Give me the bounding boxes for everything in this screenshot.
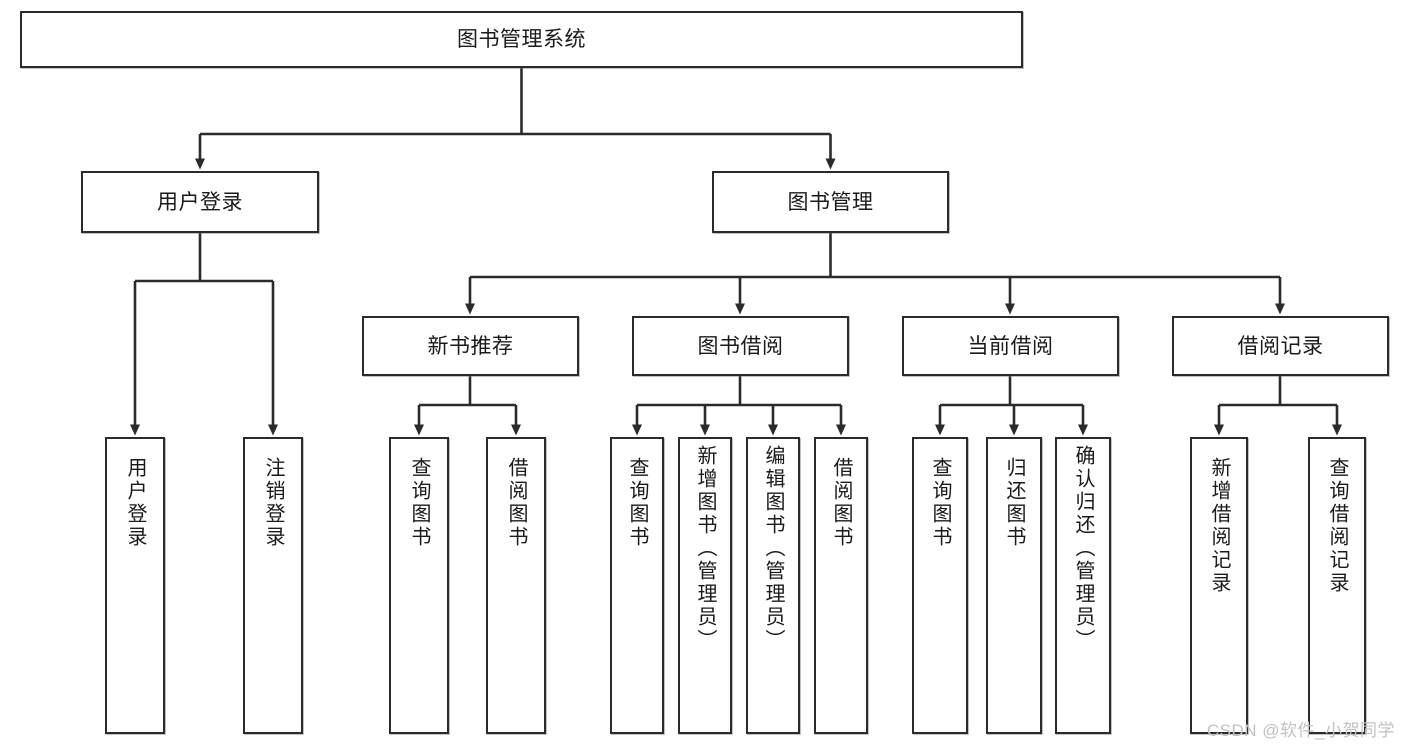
node-label-current-borrow: 当前借阅 [967, 334, 1054, 358]
leaf-label-query-book-2: 查询图书 [626, 457, 648, 549]
node-label-book-manage: 图书管理 [787, 190, 874, 214]
node-book-borrow[interactable]: 图书借阅 [632, 316, 849, 376]
leaf-label-query-book-1: 查询图书 [408, 457, 430, 549]
leaf-node-user-login[interactable]: 用户登录 [105, 437, 165, 734]
csdn-watermark: CSDN @软件_小贺同学 [1206, 721, 1395, 740]
leaf-node-query-book-2[interactable]: 查询图书 [610, 437, 664, 734]
leaf-node-query-book-1[interactable]: 查询图书 [389, 437, 449, 734]
node-label-new-book-recommend: 新书推荐 [427, 334, 514, 358]
node-book-manage[interactable]: 图书管理 [712, 171, 949, 233]
leaf-node-logout[interactable]: 注销登录 [243, 437, 303, 734]
leaf-label-return-book: 归还图书 [1003, 457, 1025, 549]
leaf-label-query-borrow-record: 查询借阅记录 [1326, 457, 1348, 595]
node-label-borrow-record: 借阅记录 [1237, 334, 1324, 358]
node-root-system[interactable]: 图书管理系统 [20, 11, 1023, 68]
leaf-node-add-borrow-record[interactable]: 新增借阅记录 [1190, 437, 1248, 734]
leaf-node-add-book[interactable]: 新增图书（管理员） [678, 437, 732, 734]
leaf-label-logout: 注销登录 [262, 457, 284, 549]
node-label-user-login: 用户登录 [157, 190, 243, 214]
leaf-label-borrow-book-2: 借阅图书 [830, 457, 852, 549]
node-current-borrow[interactable]: 当前借阅 [902, 316, 1119, 376]
leaf-label-user-login: 用户登录 [124, 457, 146, 549]
leaf-label-query-book-3: 查询图书 [929, 457, 951, 549]
node-label-root: 图书管理系统 [457, 28, 586, 51]
leaf-label-add-borrow-record: 新增借阅记录 [1208, 457, 1230, 595]
leaf-node-query-borrow-record[interactable]: 查询借阅记录 [1308, 437, 1366, 734]
tree-connectors [130, 68, 1342, 436]
leaf-node-confirm-return[interactable]: 确认归还（管理员） [1055, 437, 1111, 734]
leaf-label-edit-book: 编辑图书（管理员） [762, 445, 784, 652]
leaf-label-borrow-book-1: 借阅图书 [505, 457, 527, 549]
node-user-login[interactable]: 用户登录 [81, 171, 319, 233]
leaf-label-add-book: 新增图书（管理员） [694, 445, 716, 652]
leaf-label-confirm-return: 确认归还（管理员） [1072, 445, 1094, 652]
leaf-node-borrow-book-2[interactable]: 借阅图书 [814, 437, 868, 734]
leaf-node-borrow-book-1[interactable]: 借阅图书 [486, 437, 546, 734]
leaf-node-query-book-3[interactable]: 查询图书 [912, 437, 968, 734]
node-borrow-record[interactable]: 借阅记录 [1172, 316, 1389, 376]
node-label-book-borrow: 图书借阅 [697, 334, 784, 358]
node-new-book-recommend[interactable]: 新书推荐 [362, 316, 579, 376]
leaf-node-edit-book[interactable]: 编辑图书（管理员） [746, 437, 800, 734]
leaf-node-return-book[interactable]: 归还图书 [986, 437, 1042, 734]
